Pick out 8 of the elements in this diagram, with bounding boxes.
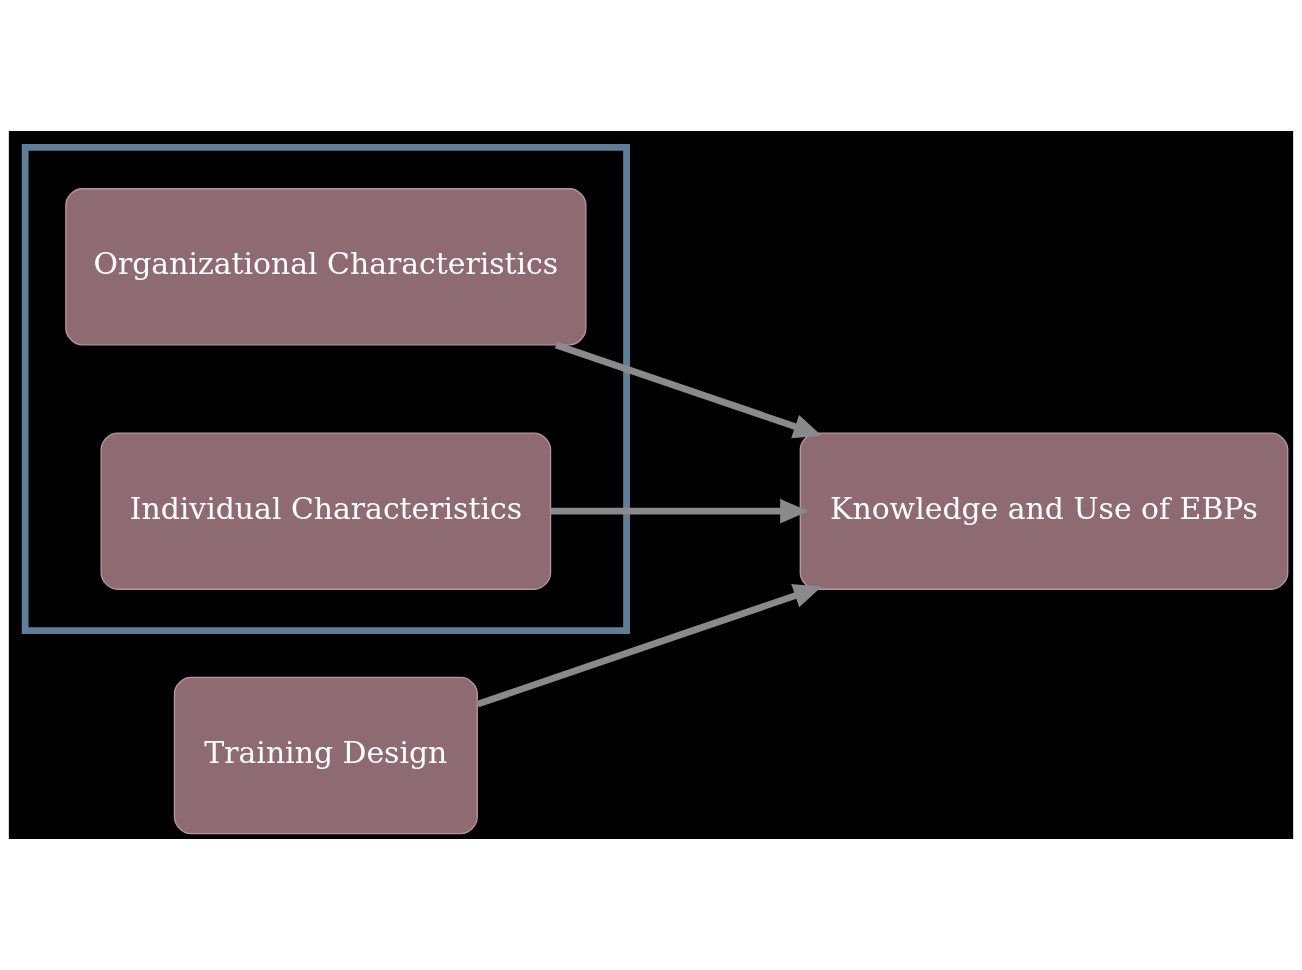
cluster [21,143,630,634]
arrow [476,584,822,708]
arrow [550,498,809,524]
node-box: Knowledge and Use of EBPs [799,432,1289,590]
arrow [554,341,822,439]
node-box: Organizational Characteristics [65,188,587,346]
node-box: Individual Characteristics [100,432,552,590]
node-box: Training Design [173,676,478,835]
